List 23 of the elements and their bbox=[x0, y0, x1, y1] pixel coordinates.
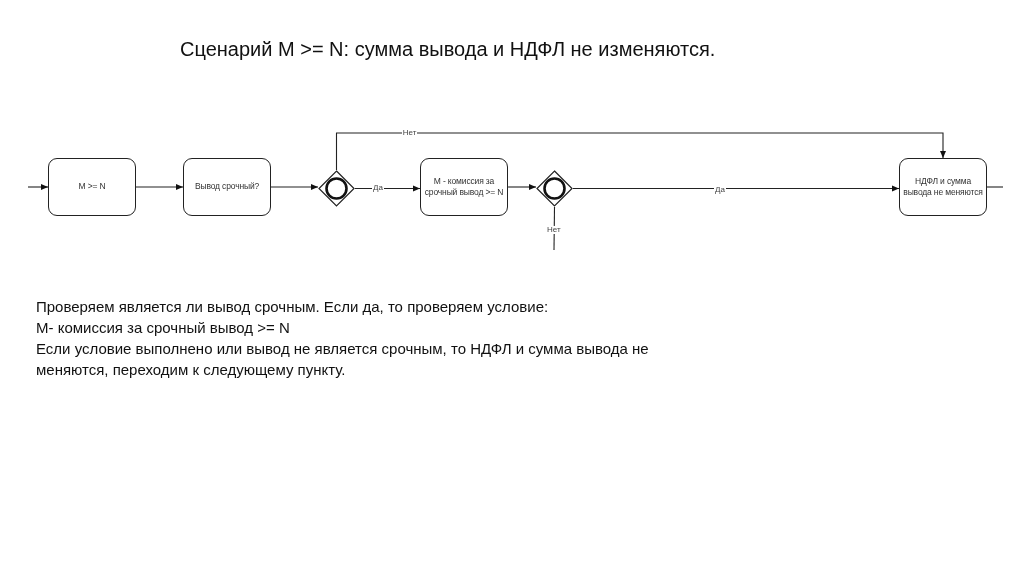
process-box: M - комиссия за срочный вывод >= N bbox=[420, 158, 508, 216]
edge-label: Нет bbox=[546, 226, 562, 234]
process-box: M >= N bbox=[48, 158, 136, 216]
note-text: Проверяем является ли вывод срочным. Если да, то проверяем условие: bbox=[36, 297, 550, 317]
edge-label: Да bbox=[372, 184, 384, 192]
connector-line bbox=[553, 206, 556, 251]
arrow bbox=[270, 184, 319, 190]
note-text: Если условие выполнено или вывод не является срочным, то НДФЛ и сумма вывода не меняются, переходим к следующему пункту. bbox=[36, 339, 650, 380]
arrow bbox=[27, 184, 49, 190]
arrow bbox=[572, 185, 900, 192]
process-box: НДФЛ и сумма вывода не меняются bbox=[899, 158, 987, 216]
gateway-diamond bbox=[536, 170, 573, 207]
arrow bbox=[354, 185, 421, 192]
edge-label: Нет bbox=[401, 129, 418, 137]
note-text: M- комиссия за срочный вывод >= N bbox=[36, 318, 291, 338]
arrow bbox=[335, 132, 946, 171]
gateway-diamond bbox=[318, 170, 355, 207]
process-box: Вывод срочный? bbox=[183, 158, 271, 216]
arrow bbox=[507, 184, 537, 190]
diagram-title: Сценарий M >= N: сумма вывода и НДФЛ не изменяются. bbox=[180, 38, 716, 61]
arrow bbox=[135, 184, 184, 190]
edge-label: Да bbox=[714, 186, 726, 194]
connector-line bbox=[986, 186, 1004, 188]
